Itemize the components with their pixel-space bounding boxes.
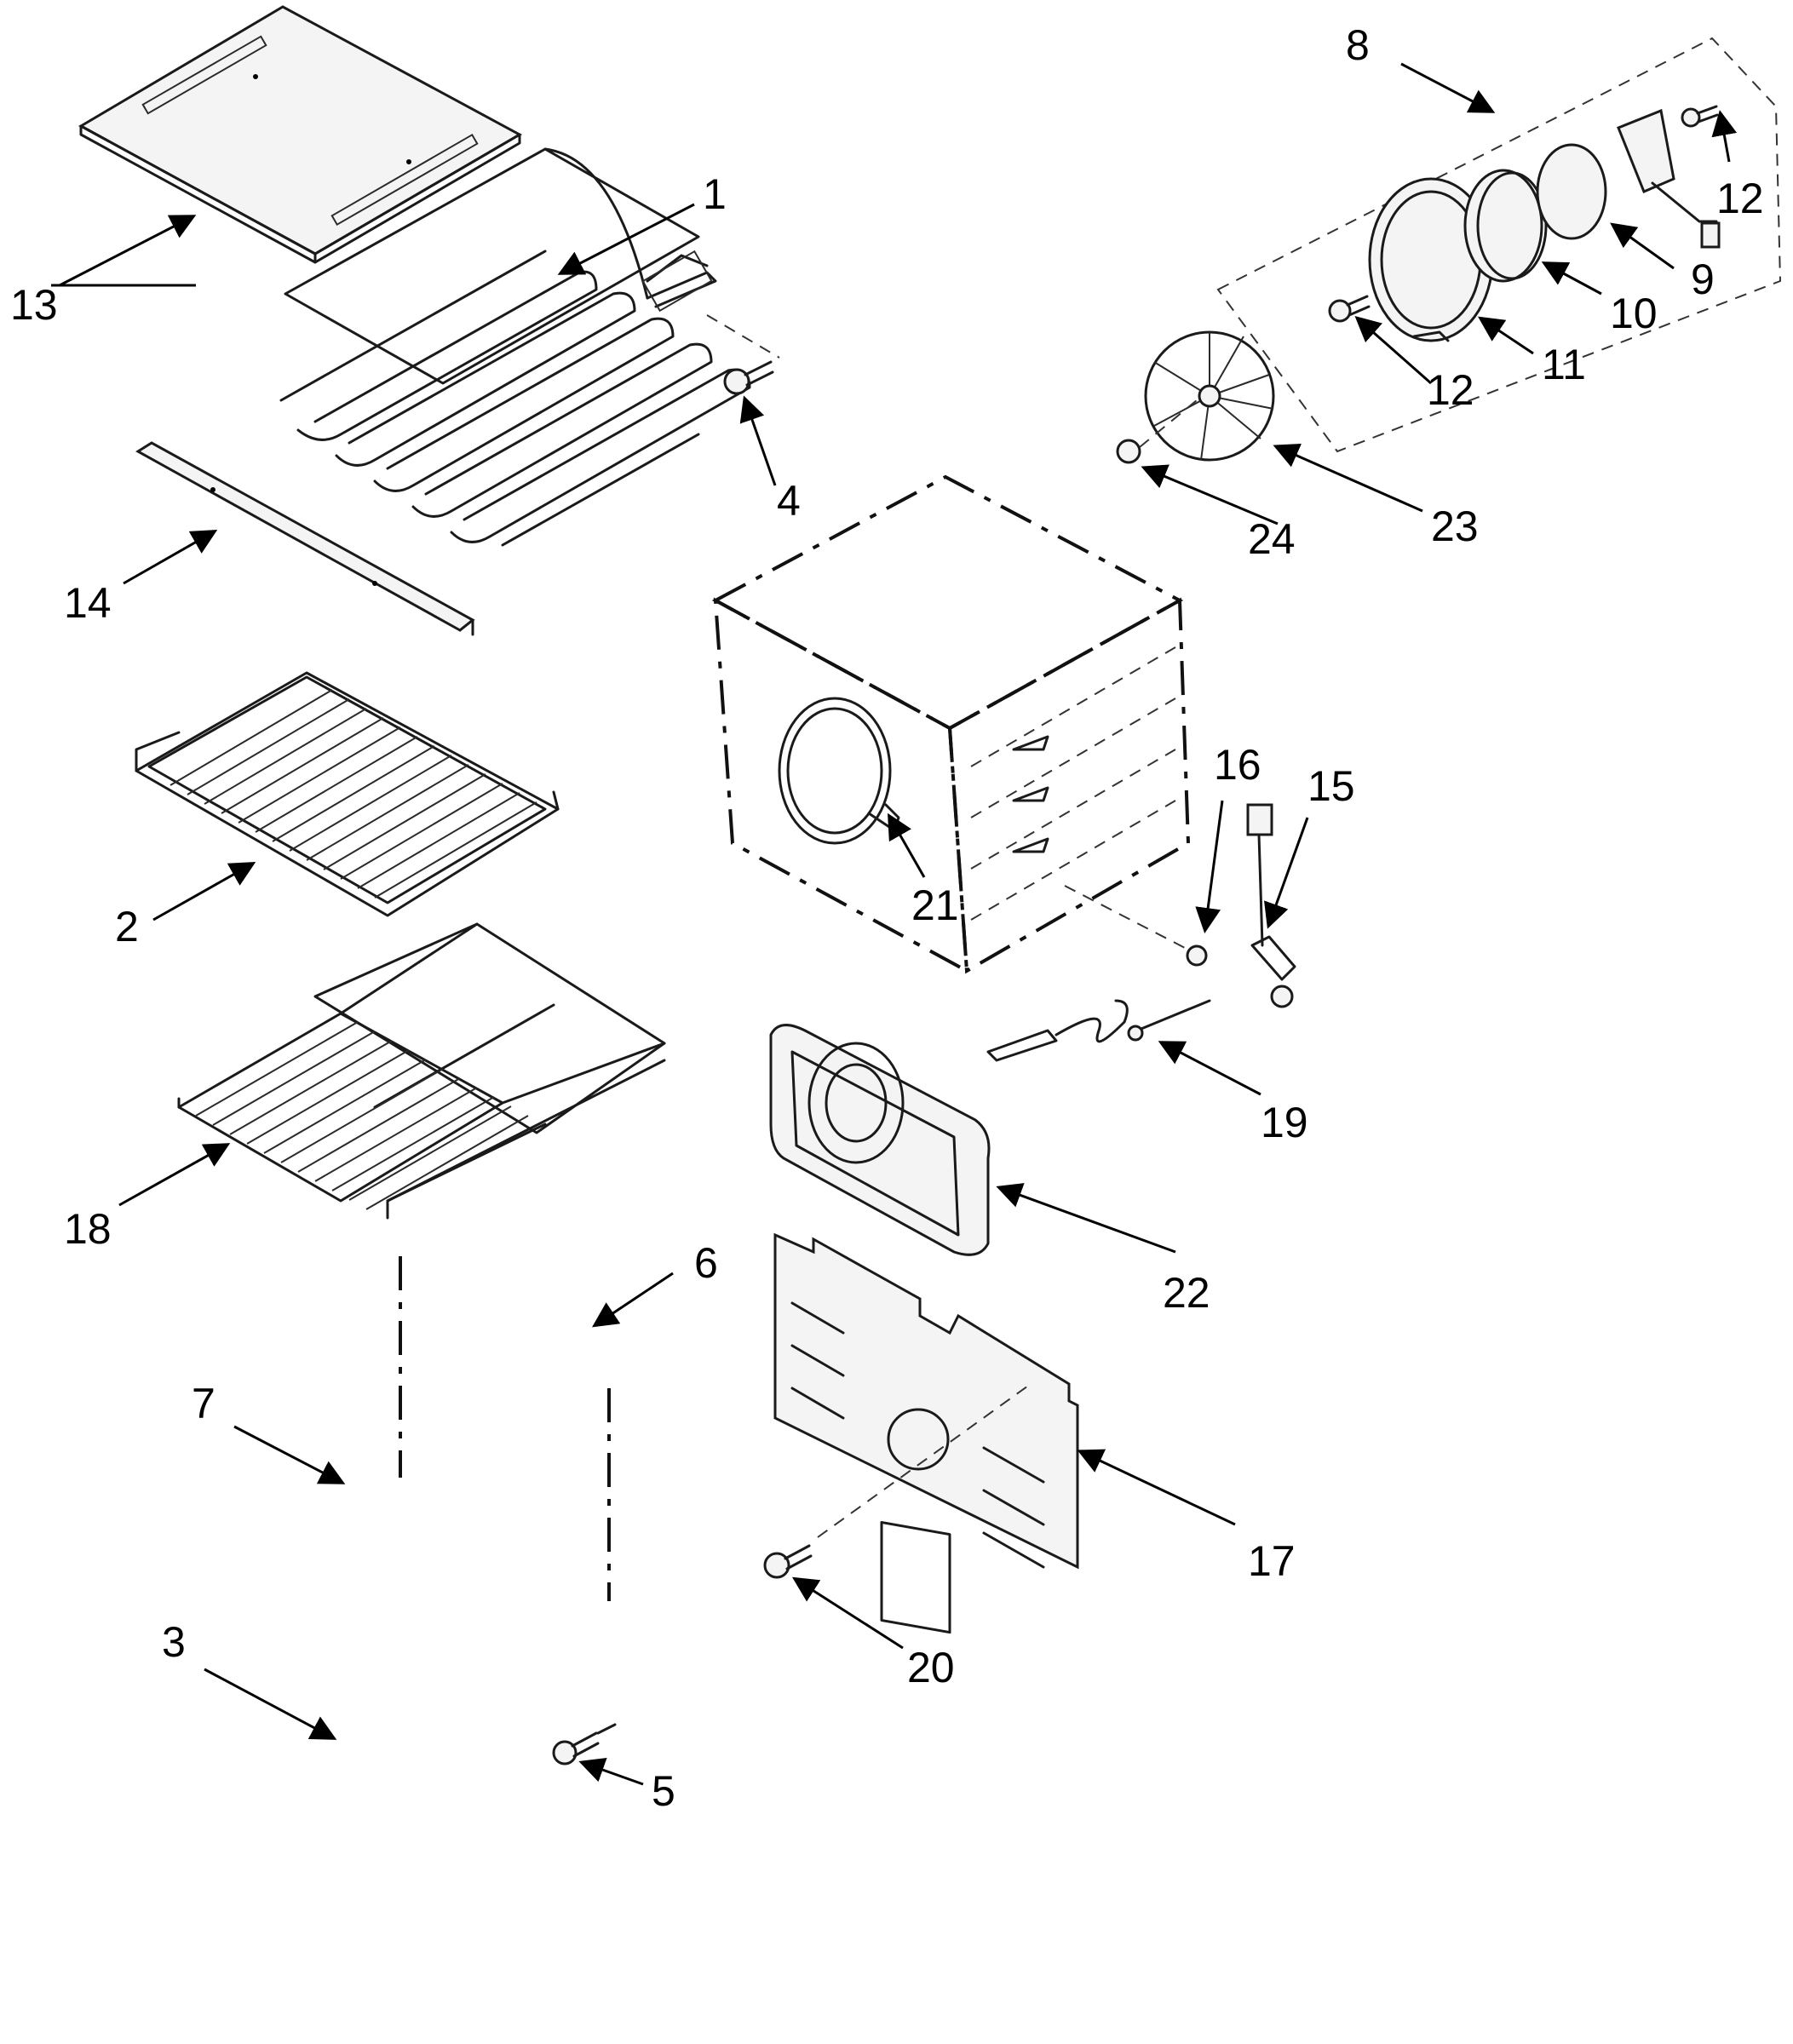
- screw-part-5: [552, 1723, 617, 1766]
- callout-20: 20: [907, 1644, 955, 1691]
- callout-4: 4: [777, 477, 801, 525]
- convection-element-part-21: [778, 697, 900, 845]
- callout-21: 21: [911, 881, 959, 929]
- bake-element-part-1: [279, 147, 751, 547]
- callout-7: 7: [192, 1380, 216, 1427]
- nut-part-24: [1116, 439, 1141, 464]
- callout-2: 2: [115, 903, 139, 950]
- callout-13: 13: [10, 281, 58, 329]
- roll-out-rack-part-18: [177, 922, 666, 1220]
- oven-cavity: [711, 474, 1191, 974]
- screw-part-12b: [1328, 295, 1371, 323]
- fan-motor-part-9: [1536, 108, 1721, 249]
- meat-probe-part-19: [986, 999, 1211, 1062]
- leader-lines: [51, 62, 1738, 1786]
- callout-10: 10: [1610, 290, 1658, 337]
- screw-part-12a: [1681, 105, 1719, 128]
- callout-5: 5: [652, 1767, 675, 1815]
- sensor-part-15: [1246, 803, 1296, 1008]
- callout-8: 8: [1346, 21, 1370, 69]
- insulation-disk-part-10: [1463, 169, 1548, 283]
- rear-panel-part-17: [773, 1232, 1079, 1634]
- guide-line-4: [706, 314, 780, 359]
- guide-line-24: [1139, 399, 1198, 448]
- callout-17: 17: [1248, 1537, 1296, 1585]
- callout-labels: 1 2 3 4 5 6 7 8 9 10 11 12 12 13 14 15 1…: [10, 21, 1764, 1815]
- callout-22: 22: [1163, 1269, 1210, 1317]
- callout-18: 18: [64, 1205, 112, 1253]
- callout-15: 15: [1307, 762, 1355, 810]
- callout-14: 14: [64, 579, 112, 627]
- convection-cover-part-22: [769, 1024, 991, 1256]
- callout-23: 23: [1431, 502, 1479, 550]
- callout-12a: 12: [1716, 175, 1764, 222]
- callout-1: 1: [703, 170, 727, 218]
- bracket-part-14: [135, 441, 475, 636]
- fan-blade-part-23: [1144, 330, 1275, 462]
- callout-6: 6: [694, 1239, 718, 1287]
- oven-rack-part-2: [135, 671, 560, 917]
- guide-line-16: [1064, 885, 1189, 950]
- fan-motor-group-part-8: [1216, 37, 1782, 453]
- callout-16: 16: [1214, 741, 1261, 789]
- callout-11: 11: [1542, 341, 1586, 388]
- callout-3: 3: [162, 1618, 186, 1666]
- callout-12b: 12: [1427, 366, 1474, 414]
- screw-part-4: [723, 360, 774, 395]
- top-panel-part-13: [78, 5, 523, 264]
- guide-line-20: [817, 1383, 1032, 1538]
- screw-part-20: [763, 1544, 813, 1579]
- callout-24: 24: [1248, 515, 1296, 563]
- callout-19: 19: [1261, 1099, 1308, 1146]
- callout-9: 9: [1691, 256, 1715, 303]
- nut-part-16: [1186, 944, 1208, 967]
